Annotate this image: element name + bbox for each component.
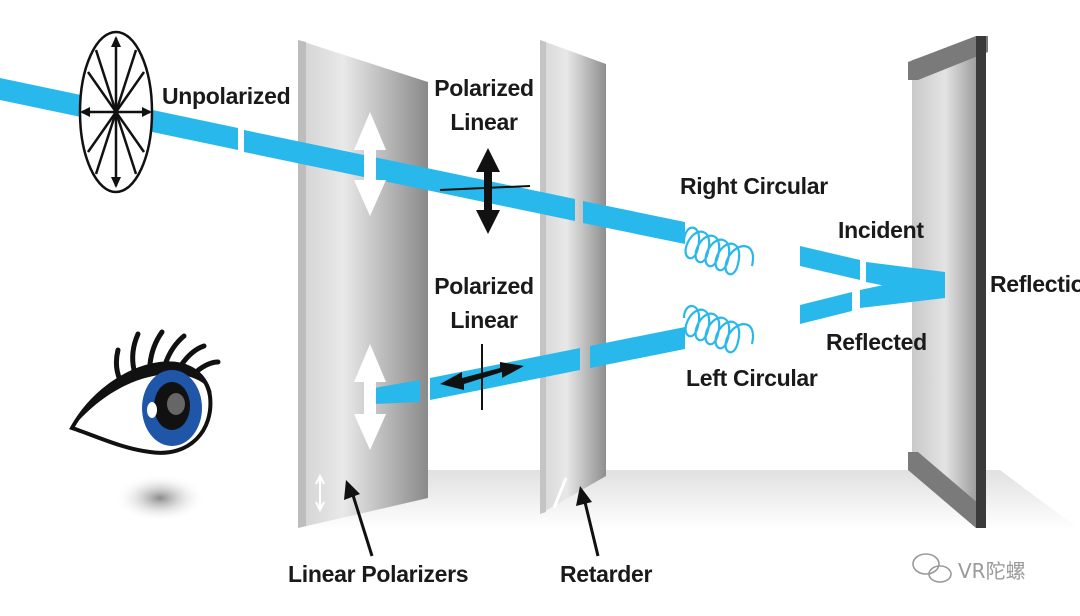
pointer-arrow-retarder	[576, 486, 600, 557]
label-polarized-linear-bottom-1: Polarized	[434, 273, 534, 299]
label-left-circular: Left Circular	[686, 365, 818, 391]
double-arrow-top	[354, 112, 386, 216]
eye-shadow	[115, 474, 205, 522]
linear-polarizer-panel	[298, 40, 428, 528]
double-arrow-bottom	[354, 344, 386, 450]
label-polarized-linear-top-1: Polarized	[434, 75, 534, 101]
retarder-panel	[540, 40, 606, 514]
label-linear-polarizers: Linear Polarizers	[288, 561, 468, 587]
label-reflected: Reflected	[826, 329, 927, 355]
watermark-text: VR陀螺	[958, 559, 1026, 583]
label-polarized-linear-top-2: Linear	[450, 109, 518, 135]
label-retarder: Retarder	[560, 561, 653, 587]
linear-cross-bottom	[440, 344, 524, 410]
label-incident: Incident	[838, 217, 924, 243]
pointer-arrow-polarizer	[344, 480, 374, 557]
small-arrow-polarizer	[315, 473, 325, 513]
label-right-circular: Right Circular	[680, 173, 828, 199]
unpolarized-symbol	[78, 30, 154, 194]
unpolarized-arrowheads	[80, 36, 152, 188]
small-arrow-retarder	[552, 477, 568, 509]
wechat-icon	[912, 553, 952, 583]
linear-cross-top	[439, 148, 531, 234]
label-reflection: Reflection	[990, 271, 1080, 297]
eye-icon	[69, 329, 221, 455]
left-circular-spring	[682, 305, 755, 354]
label-polarized-linear-bottom-2: Linear	[450, 307, 518, 333]
right-circular-spring	[682, 226, 755, 276]
floor-shadow	[300, 470, 1080, 530]
label-unpolarized: Unpolarized	[162, 83, 290, 109]
